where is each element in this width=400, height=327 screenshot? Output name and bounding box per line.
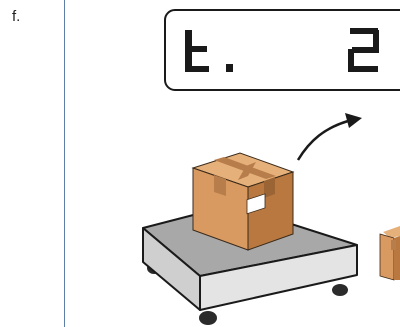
scale-display: t. 2 [0,0,400,91]
display-right-segments [348,28,379,72]
display-text-right: 2 [0,0,1,1]
step-label: f. [12,8,21,25]
curved-arrow-icon [296,113,362,161]
second-package-box [379,226,400,281]
display-left-segments [185,30,233,72]
package-box [191,152,295,251]
column-divider [64,0,65,327]
